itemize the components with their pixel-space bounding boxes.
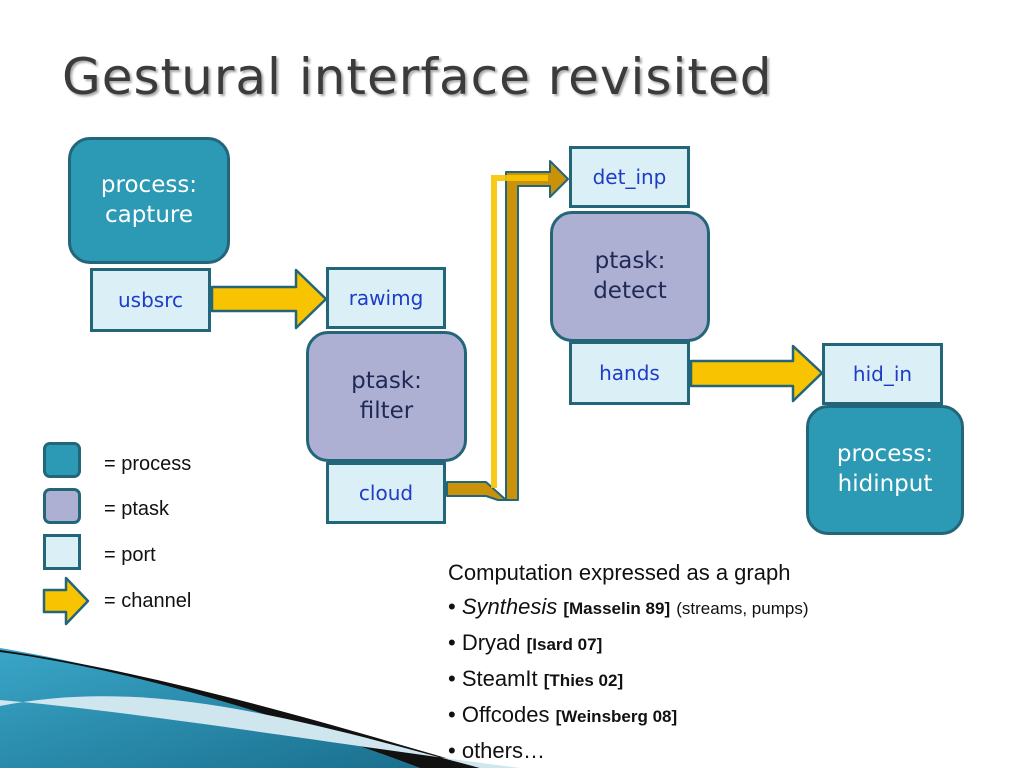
legend-process-label: = process xyxy=(104,453,192,475)
notes-heading: Computation expressed as a graph xyxy=(448,560,791,585)
port-hid-in: hid_in xyxy=(822,343,943,405)
notes-item-offcodes: • Offcodes [Weinsberg 08] xyxy=(448,702,678,727)
port-usbsrc: usbsrc xyxy=(90,268,211,332)
legend-ptask-label: = ptask xyxy=(104,498,170,520)
notes-item-ref: [Isard 07] xyxy=(526,635,603,654)
channel-arrow-hands-hidin xyxy=(689,344,824,403)
slide-title: Gestural interface revisited xyxy=(62,48,773,106)
process-hidinput: process: hidinput xyxy=(806,405,964,535)
legend-process-swatch xyxy=(43,442,81,478)
legend-port-swatch xyxy=(43,534,81,570)
notes-item-ref: [Thies 02] xyxy=(543,671,624,690)
notes-item-steamit: • SteamIt [Thies 02] xyxy=(448,666,624,691)
notes-item-name: Synthesis xyxy=(461,594,558,619)
process-capture: process: capture xyxy=(68,137,230,264)
notes-block: Computation expressed as a graph • Synth… xyxy=(448,556,808,768)
notes-item-ref: [Masselin 89] xyxy=(563,599,671,618)
notes-item-name: Dryad xyxy=(461,630,521,655)
port-det-inp: det_inp xyxy=(569,146,690,208)
legend-ptask-swatch xyxy=(43,488,81,524)
channel-arrow-usbsrc-rawimg xyxy=(210,268,328,330)
port-hands: hands xyxy=(569,341,690,405)
legend-port-label: = port xyxy=(104,544,156,566)
notes-item-name: others… xyxy=(461,738,545,763)
ptask-filter: ptask: filter xyxy=(306,331,467,462)
channel-arrow-cloud-detinp xyxy=(446,160,569,501)
legend-channel-label: = channel xyxy=(104,590,192,612)
port-rawimg: rawimg xyxy=(326,267,446,329)
notes-item-ref: [Weinsberg 08] xyxy=(555,707,678,726)
ptask-detect: ptask: detect xyxy=(550,211,710,342)
port-cloud: cloud xyxy=(326,462,446,524)
notes-item-synthesis: • Synthesis [Masselin 89] (streams, pump… xyxy=(448,594,809,619)
notes-item-name: SteamIt xyxy=(461,666,538,691)
notes-item-name: Offcodes xyxy=(461,702,550,727)
notes-item-others: • others… xyxy=(448,738,545,763)
notes-item-extra: (streams, pumps) xyxy=(676,599,809,618)
notes-item-dryad: • Dryad [Isard 07] xyxy=(448,630,603,655)
